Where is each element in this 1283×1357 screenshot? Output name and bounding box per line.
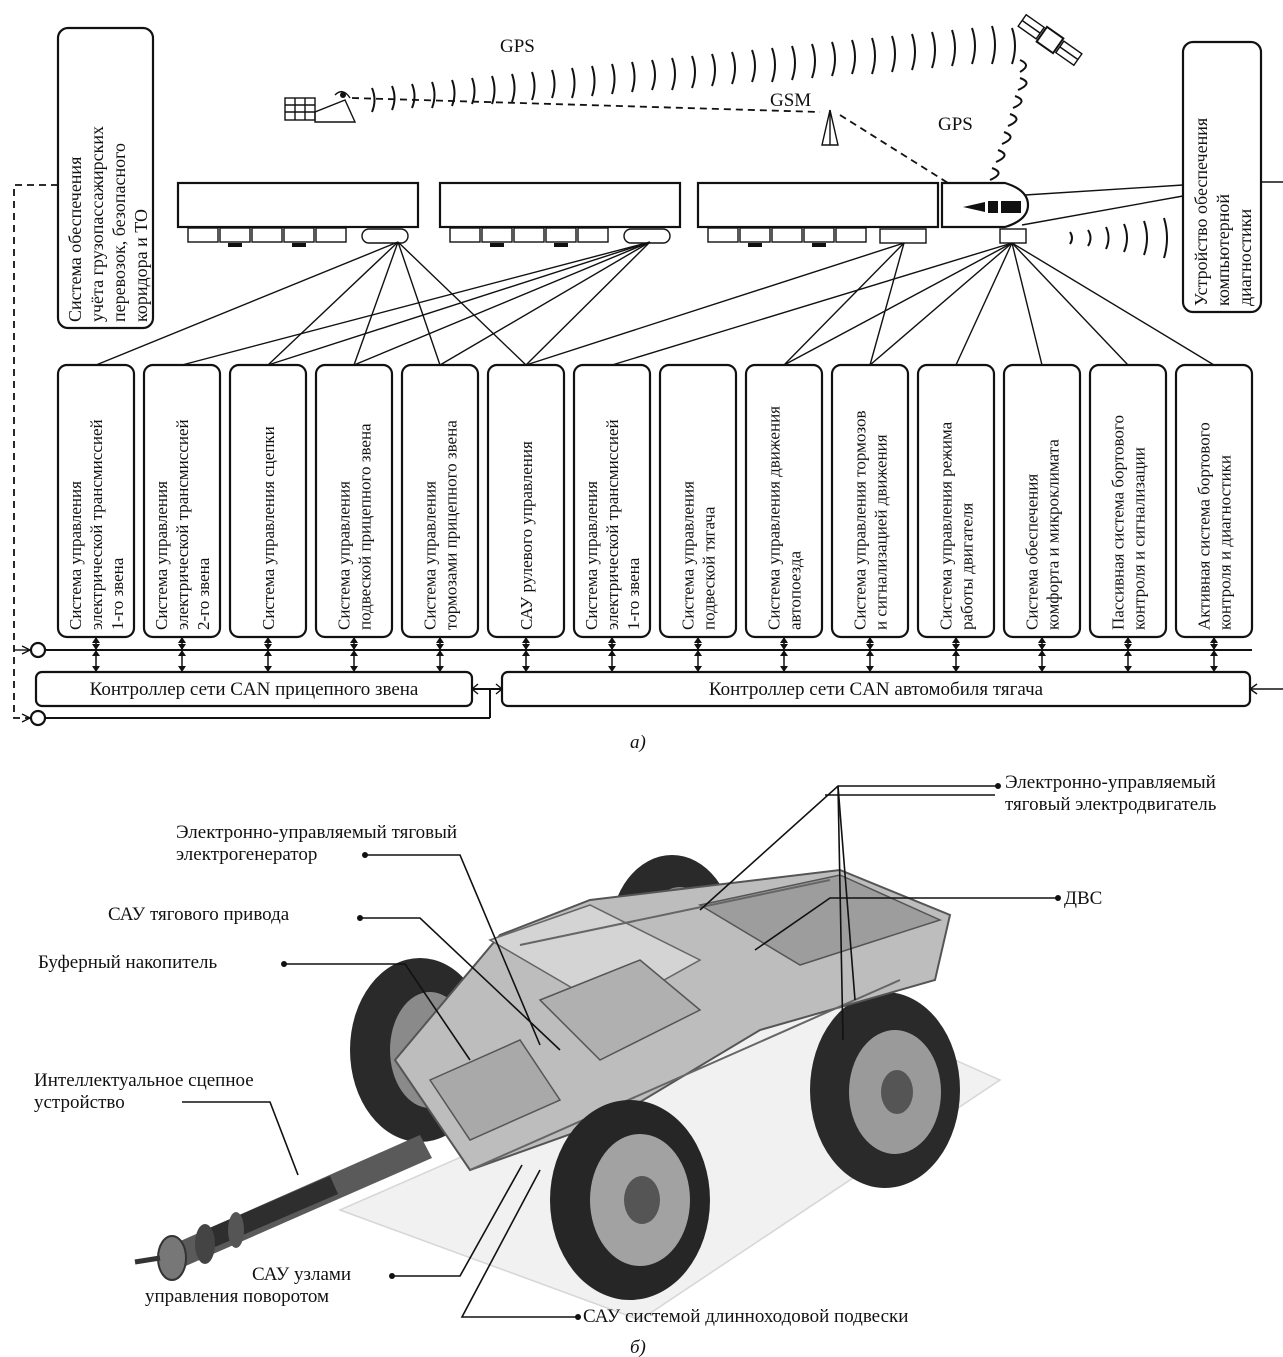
feedback-dashed-line [14,185,58,718]
system-label-6: САУ рулевого управления [517,441,536,630]
system-boxes [58,365,1252,637]
left-side-line-1: Система обеспечения [65,157,85,322]
label-coupling-line-1: Интеллектуальное сцепное [34,1070,254,1091]
label-coupling-line-2: устройство [34,1092,125,1113]
right-link-2 [1022,196,1183,225]
vehicle-unit-3 [698,183,938,247]
system-box-11 [918,365,994,637]
system-box-9 [746,365,822,637]
label-generator-line-2: электрогенератор [176,844,317,865]
gps-top-label: GPS [500,36,535,57]
label-suspension-sau: САУ системой длинноходовой подвески [583,1306,908,1327]
gps-signal-waves [372,26,1015,112]
label-engine: ДВС [1064,888,1102,909]
system-box-4 [316,365,392,637]
label-steering-line-1: САУ узлами [252,1264,351,1285]
system-box-14 [1176,365,1252,637]
vehicle-unit-1 [178,183,418,247]
bus-arrows [92,637,1218,672]
system-links [96,242,1214,365]
gps-right-waves [990,60,1027,180]
satellite-icon [1017,13,1083,67]
diagnostic-waves [1070,218,1167,258]
system-box-8 [660,365,736,637]
ground-station-icon [285,92,355,122]
left-side-line-3: перевозок, безопасного [109,143,129,322]
wheel-front-right [810,992,960,1188]
label-generator-line-1: Электронно-управляемый тяговый [176,822,457,843]
gsm-label: GSM [770,90,811,111]
system-box-13 [1090,365,1166,637]
gsm-link-1 [352,98,820,112]
system-label-3: Система управления сцепки [259,426,278,630]
wheel-front-left [550,1100,710,1300]
label-steering-line-2: управления поворотом [145,1286,329,1307]
tractor-cab [942,183,1028,243]
right-side-line-3: диагностики [1235,209,1255,306]
gps-right-label: GPS [938,114,973,135]
system-box-10 [832,365,908,637]
system-box-5 [402,365,478,637]
bus-terminal-top [31,643,45,657]
label-motor-line-2: тяговый электродвигатель [1005,794,1217,815]
gsm-tower-icon [822,110,838,145]
figure-a: GPS [14,13,1283,753]
caption-a: а) [630,732,646,753]
system-box-12 [1004,365,1080,637]
right-side-line-2: компьютерной [1213,194,1233,306]
left-side-line-2: учёта грузопассажирских [87,126,107,322]
controller-tractor-label: Контроллер сети CAN автомобиля тягача [709,679,1044,700]
label-traction-sau: САУ тягового привода [108,904,290,925]
right-link-1 [1025,185,1183,195]
caption-b: б) [630,1337,646,1357]
right-side-line-1: Устройство обеспечения [1191,118,1211,306]
bus-terminal-bottom [31,711,45,725]
figure-b: Электронно-управляемый тяговый электродв… [34,772,1217,1357]
label-buffer: Буферный накопитель [38,952,217,973]
controller-trailer-label: Контроллер сети CAN прицепного звена [90,679,419,700]
vehicle-unit-2 [440,183,680,247]
label-motor-line-1: Электронно-управляемый [1005,772,1216,793]
left-side-line-4: коридора и ТО [131,209,151,322]
